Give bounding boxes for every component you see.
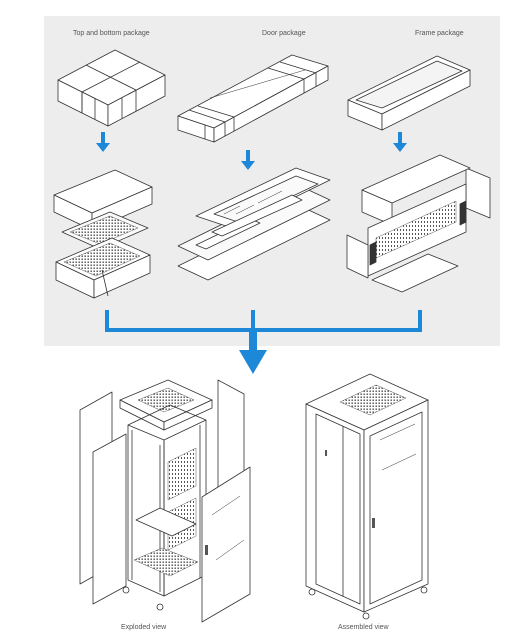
frame-package-box	[347, 55, 471, 131]
exploded-cabinet	[79, 379, 251, 623]
top-bottom-unpacked	[53, 169, 153, 299]
top-bottom-package-box	[57, 49, 166, 127]
frame-unpacked	[346, 154, 491, 293]
arrow-down-icon	[241, 150, 255, 170]
exploded-view-label: Exploded view	[121, 624, 167, 631]
flow-arrows	[96, 132, 422, 374]
door-unpacked	[177, 167, 331, 281]
top-bottom-package-label: Top and bottom package	[73, 30, 150, 37]
assembled-cabinet	[305, 373, 429, 620]
door-package-label: Door package	[262, 30, 306, 37]
frame-package-label: Frame package	[415, 30, 464, 37]
merge-arrow-icon	[105, 310, 422, 374]
door-package-box	[177, 54, 329, 143]
assembled-view-label: Assembled view	[338, 624, 389, 631]
arrow-down-icon	[393, 132, 407, 152]
arrow-down-icon	[96, 132, 110, 152]
